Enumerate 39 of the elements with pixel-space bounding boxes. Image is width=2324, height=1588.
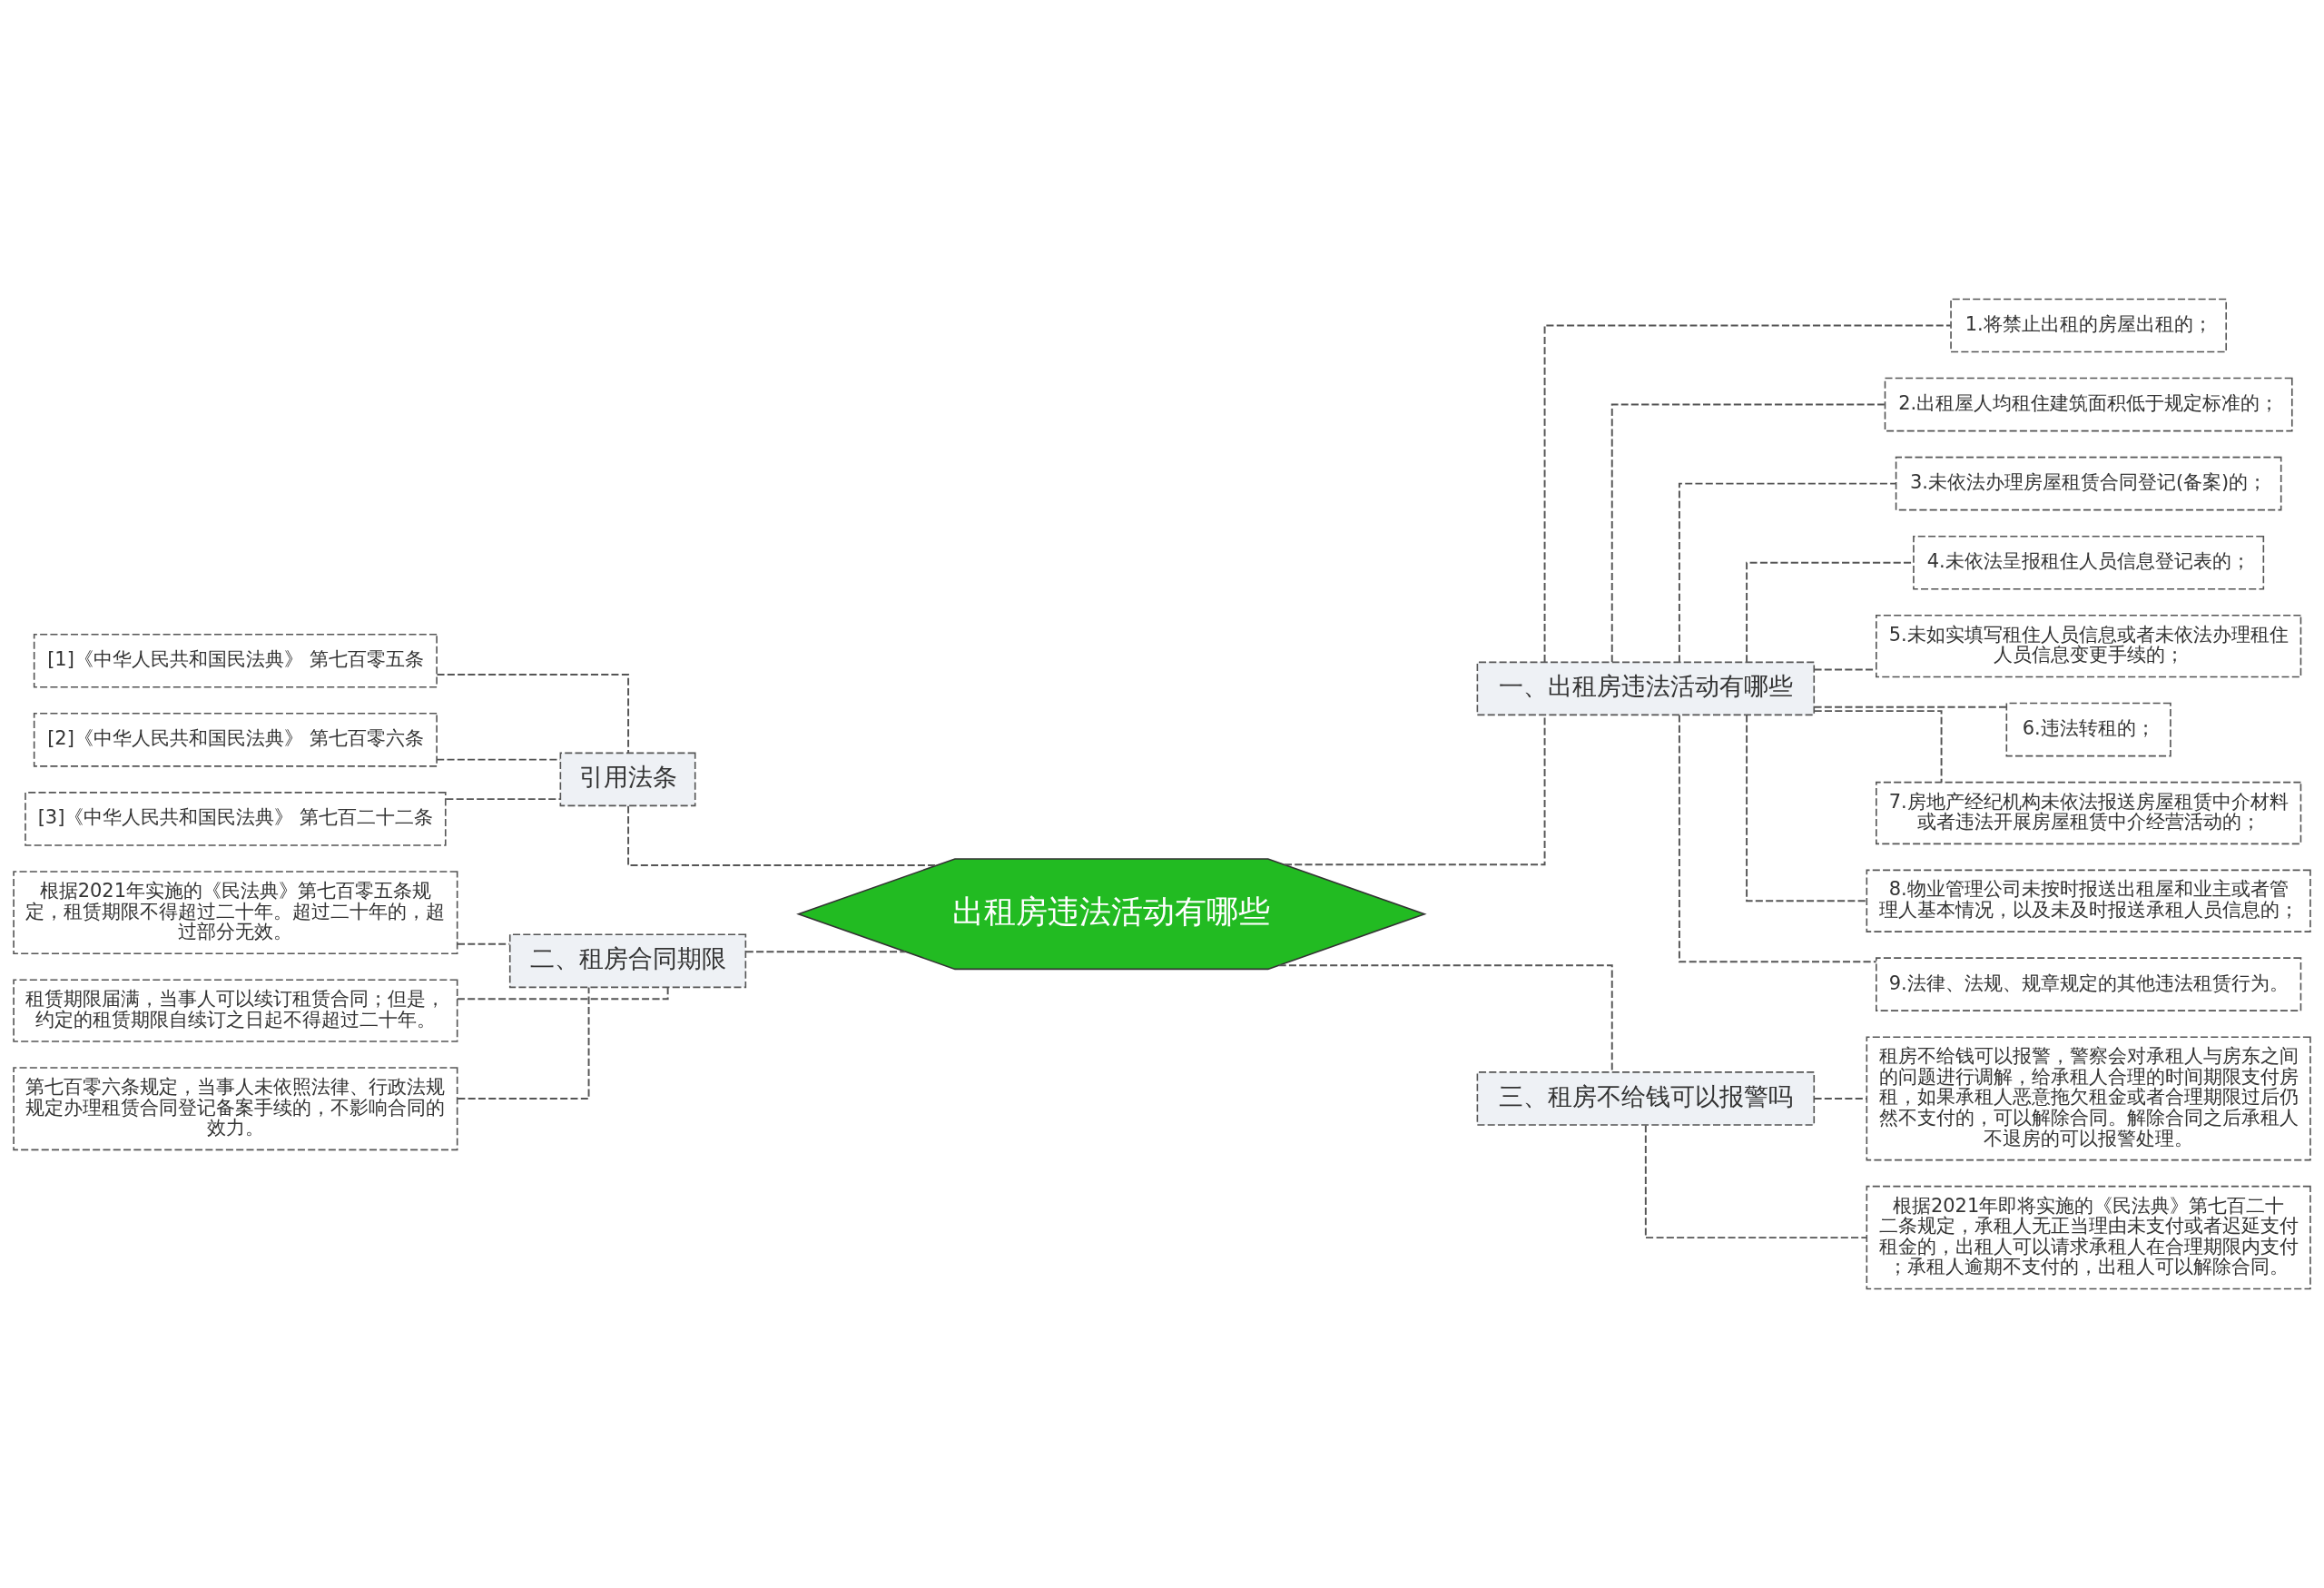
node-box: 3.未依法办理房屋租赁合同登记(备案)的；	[1895, 456, 2282, 511]
node-box: 9.法律、法规、规章规定的其他违法租赁行为。	[1876, 957, 2302, 1011]
node-box: 根据2021年实施的《民法典》第七百零五条规定，租赁期限不得超过二十年。超过二十年的，超过部分无效。	[13, 871, 458, 955]
connector	[1543, 324, 1952, 663]
connector	[445, 798, 562, 801]
connector	[456, 942, 511, 945]
node-box: 三、租房不给钱可以报警吗	[1476, 1071, 1816, 1126]
connector	[457, 986, 590, 1100]
node-box: 租房不给钱可以报警，警察会对承租人与房东之间的问题进行调解，给承租人合理的时间期限支付房租，如果承租人恶意拖欠租金或者合理期限过后仍然不支付的，可以解除合同。解除合同之后承租人不退房的可以报警处理。	[1866, 1036, 2311, 1161]
node-box: 一、出租房违法活动有哪些	[1476, 661, 1816, 716]
connector	[1813, 710, 1943, 784]
node-box: 二、租房合同期限	[508, 933, 747, 989]
node-box: 租赁期限届满，当事人可以续订租赁合同；但是，约定的租赁期限自续订之日起不得超过二十年。	[13, 979, 458, 1042]
node-box: 5.未如实填写租住人员信息或者未依法办理租住人员信息变更手续的；	[1876, 614, 2302, 678]
node-box: 第七百零六条规定，当事人未依照法律、行政法规规定办理租赁合同登记备案手续的，不影响合同的效力。	[13, 1067, 458, 1151]
node-box: [1]《中华人民共和国民法典》 第七百零五条	[33, 633, 438, 688]
node-box: 1.将禁止出租的房屋出租的；	[1950, 298, 2227, 353]
connector	[1678, 482, 1897, 664]
node-box: [2]《中华人民共和国民法典》 第七百零六条	[33, 713, 438, 767]
connector	[1813, 1097, 1868, 1100]
node-box: 4.未依法呈报租住人员信息登记表的；	[1913, 535, 2265, 590]
connector	[1644, 1124, 1867, 1239]
connector	[744, 951, 907, 953]
node-box: 7.房地产经纪机构未依法报送房屋租赁中介材料或者违法开展房屋租赁中介经营活动的；	[1876, 781, 2302, 845]
connector	[1678, 714, 1877, 963]
node-box: 根据2021年即将实施的《民法典》第七百二十二条规定，承租人无正当理由未支付或者迟延支付租金的，出租人可以请求承租人在合理期限内支付；承租人逾期不支付的，出租人可以解除合同。	[1866, 1185, 2311, 1290]
node-box: 8.物业管理公司未按时报送出租屋和业主或者管理人基本情况，以及未及时报送承租人员信息的；	[1866, 869, 2311, 932]
connector	[456, 986, 669, 1001]
connector	[1277, 964, 1613, 1073]
node-box: 引用法条	[559, 752, 696, 807]
node-box: 2.出租屋人均租住建筑面积低于规定标准的；	[1884, 377, 2293, 432]
connector	[627, 804, 938, 867]
node-box: [3]《中华人民共和国民法典》 第七百二十二条	[25, 792, 447, 846]
connector	[1746, 714, 1868, 902]
node-box: 6.违法转租的；	[2005, 702, 2171, 757]
connector	[436, 674, 630, 755]
connector	[1610, 403, 1886, 663]
connector	[1813, 668, 1877, 671]
connector	[1813, 705, 2008, 708]
